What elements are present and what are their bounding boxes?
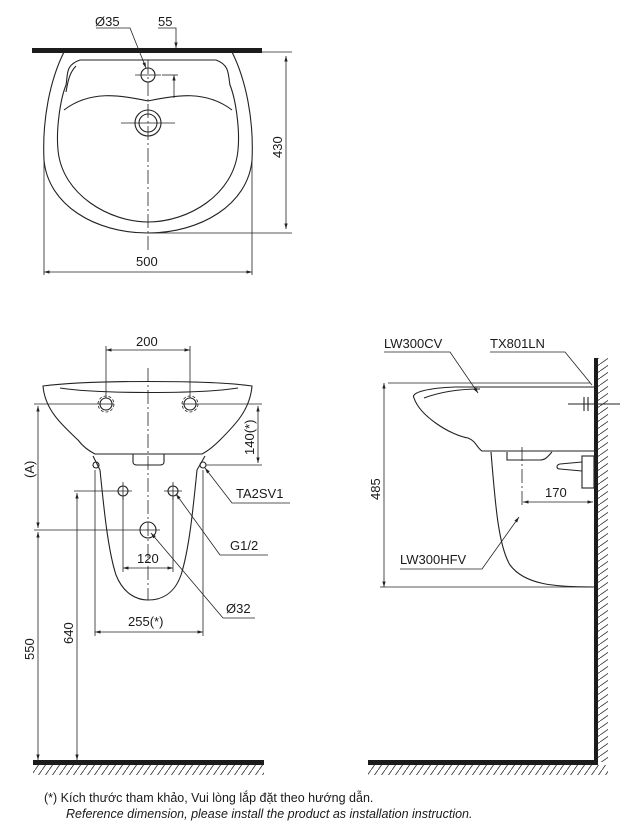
label-pedestal: LW300HFV (400, 552, 467, 567)
side-basin (413, 386, 594, 452)
dim-pedestal-width: 255(*) (128, 614, 163, 629)
wall-edge (32, 48, 262, 53)
trap (581, 455, 595, 489)
top-view: Ø35 55 430 500 (32, 14, 292, 275)
footnote-vi: (*) Kích thước tham khảo, Vui lòng lắp đ… (44, 791, 374, 805)
dim-rim-height: 550 (22, 638, 37, 660)
label-bracket: TA2SV1 (236, 486, 283, 501)
label-basin: LW300CV (384, 336, 443, 351)
label-drain: Ø32 (226, 601, 251, 616)
dim-bracket-spacing: 200 (136, 334, 158, 349)
label-supply: G1/2 (230, 538, 258, 553)
front-basin (42, 380, 253, 455)
floor (33, 760, 264, 765)
dim-height-a: (A) (22, 461, 37, 478)
dim-total-height: 485 (368, 478, 383, 500)
side-pedestal (490, 451, 595, 588)
footnote-en: Reference dimension, please install the … (66, 807, 473, 821)
dim-bracket-height: 140(*) (242, 420, 257, 455)
footnote: (*) Kích thước tham khảo, Vui lòng lắp đ… (44, 790, 472, 822)
dim-supply-height: 640 (61, 622, 76, 644)
dim-drain-offset: 170 (545, 485, 567, 500)
dim-width: 500 (136, 254, 158, 269)
front-pedestal (92, 455, 206, 601)
dim-hole-diameter: Ø35 (95, 14, 120, 29)
side-floor (368, 760, 598, 765)
label-fixing: TX801LN (490, 336, 545, 351)
side-view: 485 170 LW300CV TX801LN LW300HFV (368, 336, 620, 775)
dim-hole-offset: 55 (158, 14, 172, 29)
dim-depth: 430 (270, 136, 285, 158)
dim-supply-spacing: 120 (137, 551, 159, 566)
front-view: 200 140(*) (A) 550 640 120 255(*) TA2SV1… (22, 334, 290, 775)
